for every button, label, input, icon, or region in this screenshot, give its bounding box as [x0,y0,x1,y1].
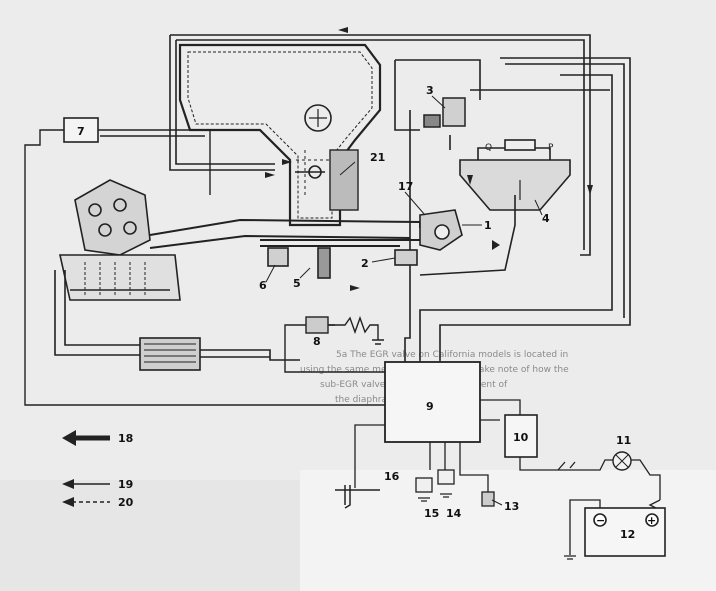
callout-9: 9 [426,400,434,413]
callout-1: 1 [484,219,492,232]
background-text-line-1: 5a The EGR valve on California models is… [336,350,568,360]
legend-20-arrow [62,497,110,507]
callout-2: 2 [361,257,369,270]
callout-13: 13 [504,500,519,513]
callout-12: 12 [620,528,635,541]
callout-20: 20 [118,496,134,509]
legend-18-arrow [62,430,110,446]
callout-4: 4 [542,212,550,225]
battery-12 [584,507,666,557]
exhaust-system [54,270,300,371]
diaphragm-label-p: P [548,143,554,153]
callout-15: 15 [424,507,439,520]
callout-17: 17 [398,180,413,193]
callout-11: 11 [616,434,631,447]
outer-vacuum-lines [169,34,631,395]
diaphragm-label-q: Q [485,143,492,153]
callout-leaders [265,95,543,506]
battery-minus-sign: − [596,514,605,527]
background-text-line-4: the diaphragm [335,395,401,405]
callout-6: 6 [259,279,267,292]
legend-arrows [62,430,110,507]
sensor-8 [305,315,384,345]
callout-labels: 1 2 3 4 5 6 7 8 9 10 11 12 13 14 15 16 1… [77,84,656,541]
callout-10: 10 [513,431,529,444]
ground-symbols [418,493,576,560]
callout-5: 5 [293,277,301,290]
legend-19-arrow [62,479,110,489]
sensor-16 [335,485,380,509]
control-unit-9 [384,361,481,443]
battery-plus-sign: + [647,514,656,527]
solenoid-valve [423,97,466,128]
throttle-body [295,149,359,211]
callout-21: 21 [370,151,385,164]
unit-7 [63,117,99,143]
callout-16: 16 [384,470,400,483]
callout-7: 7 [77,125,85,138]
relay-10 [504,414,538,458]
callout-14: 14 [446,507,462,520]
sensor-14 [437,469,455,485]
callout-18: 18 [118,432,133,445]
sensor-15 [415,477,433,493]
engine-block [59,179,181,301]
egr-valve [267,209,463,279]
callout-8: 8 [313,335,321,348]
sensor-13 [481,491,495,507]
flow-arrows [265,27,593,291]
electrical-wiring [354,399,662,555]
callout-3: 3 [426,84,434,97]
egr-modulator [419,139,571,276]
warning-lamp-11 [612,451,632,471]
callout-19: 19 [118,478,133,491]
